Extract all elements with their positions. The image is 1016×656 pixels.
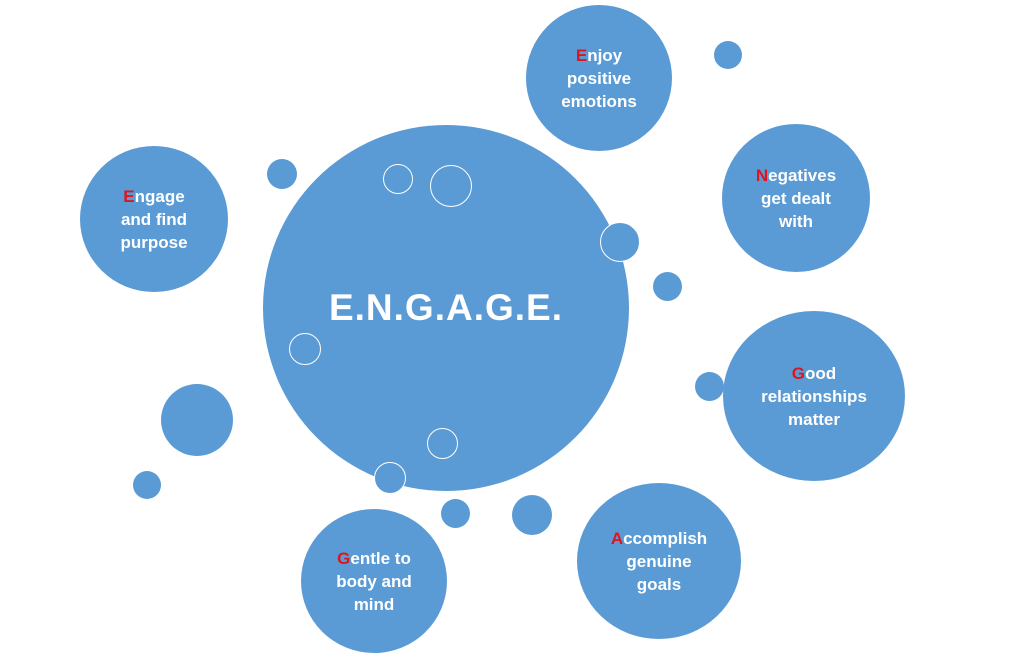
center-title: E.N.G.A.G.E. — [328, 287, 564, 328]
node-text: entle to body and mind — [336, 548, 412, 614]
node-initial: N — [755, 165, 769, 185]
node-gentle-to-body-and-mind: Gentle to body and mind — [301, 509, 447, 653]
node-label: Engage and find purpose — [120, 185, 187, 254]
node-label: Gentle to body and mind — [336, 547, 412, 616]
decorative-bubble — [695, 372, 724, 401]
node-text: ngage and find purpose — [120, 186, 188, 252]
node-label: Good relationships matter — [761, 362, 867, 431]
outlined-bubble — [289, 333, 321, 365]
decorative-bubble — [161, 384, 233, 456]
node-good-relationships-matter: Good relationships matter — [723, 311, 905, 481]
node-text: ood relationships matter — [761, 363, 867, 429]
node-label: Negatives get dealt with — [756, 164, 836, 233]
decorative-bubble — [267, 159, 297, 189]
node-initial: E — [575, 45, 588, 65]
outlined-bubble — [600, 222, 640, 262]
outlined-bubble — [374, 462, 406, 494]
decorative-bubble — [714, 41, 742, 69]
node-engage-and-find-purpose: Engage and find purpose — [80, 146, 228, 292]
outlined-bubble — [427, 428, 458, 459]
outlined-bubble — [430, 165, 472, 207]
node-initial: G — [791, 363, 806, 383]
node-initial: G — [337, 548, 351, 568]
node-initial: A — [610, 528, 624, 548]
decorative-bubble — [653, 272, 682, 301]
decorative-bubble — [512, 495, 552, 535]
node-initial: E — [123, 186, 135, 206]
outlined-bubble — [383, 164, 413, 194]
node-negatives-get-dealt-with: Negatives get dealt with — [722, 124, 870, 272]
decorative-bubble — [133, 471, 161, 499]
node-enjoy-positive-emotions: Enjoy positive emotions — [526, 5, 672, 151]
node-text: egatives get dealt with — [761, 165, 837, 231]
node-text: njoy positive emotions — [561, 45, 637, 111]
node-text: ccomplish genuine goals — [623, 528, 708, 594]
node-accomplish-genuine-goals: Accomplish genuine goals — [577, 483, 741, 639]
node-label: Accomplish genuine goals — [611, 527, 707, 596]
node-label: Enjoy positive emotions — [561, 44, 637, 113]
decorative-bubble — [441, 499, 470, 528]
